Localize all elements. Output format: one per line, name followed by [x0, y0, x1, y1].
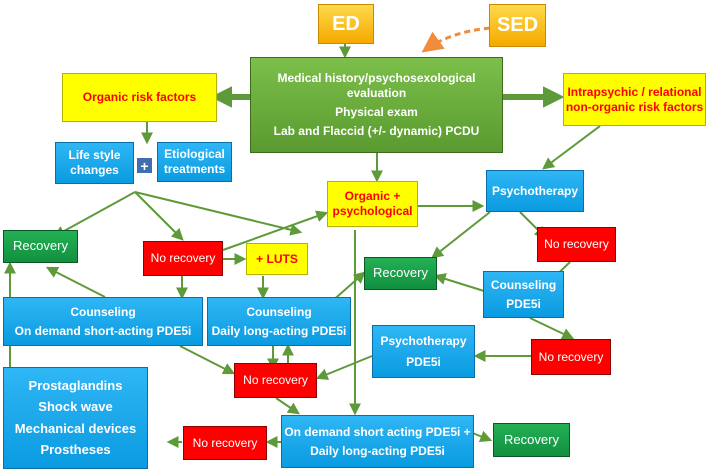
- etiological-line-1: Etiological: [164, 147, 225, 161]
- no-recovery-box-2: No recovery: [537, 227, 616, 262]
- recovery-mid-box: Recovery: [364, 257, 437, 290]
- counseling-daily-line-2: Daily long-acting PDE5i: [211, 323, 347, 338]
- counseling-ondemand-line-1: Counseling: [70, 304, 136, 319]
- psychotherapy-pde5i-line-1: Psychotherapy: [380, 333, 467, 348]
- arrow-counseling-pde5i-recovery: [433, 273, 485, 292]
- third-line-item-2: Shock wave: [38, 399, 113, 415]
- plus-icon: +: [136, 157, 153, 174]
- third-line-therapies-box: Prostaglandins Shock wave Mechanical dev…: [3, 367, 148, 469]
- third-line-item-4: Prostheses: [40, 441, 111, 457]
- no-recovery-box-1: No recovery: [143, 241, 223, 276]
- recovery-bottom-box: Recovery: [493, 423, 570, 457]
- arrow-counseling-ondemand-recovery: [45, 266, 106, 298]
- counseling-ondemand-line-2: On demand short-acting PDE5i: [14, 323, 192, 338]
- combination-line-1: On demand short acting PDE5i +: [284, 424, 471, 439]
- combination-therapy-box: On demand short acting PDE5i + Daily lon…: [281, 415, 474, 468]
- arrow-treatments-organic-psych: [134, 191, 303, 236]
- etiological-line-2: treatments: [163, 162, 226, 176]
- no-recovery-center-box: No recovery: [234, 363, 317, 398]
- evaluation-line-3: Lab and Flaccid (+/- dynamic) PCDU: [273, 124, 480, 138]
- luts-box: + LUTS: [246, 243, 308, 275]
- arrow-nonorganic-psychotherapy: [542, 125, 601, 170]
- no-recovery-bottom-box: No recovery: [183, 426, 267, 460]
- ed-box: ED: [318, 4, 374, 44]
- lifestyle-line-1: Life style: [68, 148, 121, 162]
- psychotherapy-box: Psychotherapy: [486, 170, 584, 212]
- etiological-treatments-box: Etiological treatments: [157, 142, 232, 182]
- organic-psych-line-2: psychological: [332, 204, 413, 218]
- arrow-counseling-pde5i-no-recovery: [529, 317, 575, 340]
- sed-box: SED: [489, 4, 546, 47]
- arrow-counseling-ondemand-no-recovery: [179, 345, 236, 375]
- organic-risk-factors-box: Organic risk factors: [62, 73, 217, 122]
- organic-psychological-box: Organic + psychological: [327, 181, 418, 227]
- recovery-left-box: Recovery: [3, 230, 78, 263]
- nonorganic-risk-factors-box: Intrapsychic / relational non-organic ri…: [563, 73, 706, 126]
- nonorganic-line-1: Intrapsychic / relational: [567, 84, 702, 99]
- arrow-treatments-no-recovery: [134, 191, 184, 241]
- psychotherapy-pde5i-line-2: PDE5i: [406, 354, 441, 369]
- counseling-pde5i-box: Counseling PDE5i: [483, 271, 564, 318]
- psychotherapy-pde5i-box: Psychotherapy PDE5i: [372, 325, 475, 378]
- evaluation-box: Medical history/psychosexological evalua…: [250, 57, 503, 153]
- counseling-daily-line-1: Counseling: [246, 304, 312, 319]
- arrow-psychotherapy-recovery-mid: [431, 211, 491, 259]
- organic-psych-line-1: Organic +: [344, 189, 401, 203]
- arrow-no-recovery-combination: [275, 397, 300, 415]
- counseling-pde5i-line-2: PDE5i: [506, 296, 541, 311]
- counseling-ondemand-box: Counseling On demand short-acting PDE5i: [3, 297, 203, 346]
- evaluation-line-1: Medical history/psychosexological evalua…: [277, 71, 476, 100]
- nonorganic-line-2: non-organic risk factors: [565, 99, 704, 114]
- arrow-sed-evaluation: [421, 26, 491, 53]
- combination-line-2: Daily long-acting PDE5i: [310, 443, 445, 458]
- arrow-psychotherapy-pde5i-no-recovery: [315, 355, 373, 380]
- counseling-daily-box: Counseling Daily long-acting PDE5i: [207, 297, 351, 346]
- lifestyle-changes-box: Life style changes: [55, 142, 134, 184]
- counseling-pde5i-line-1: Counseling: [490, 277, 557, 292]
- arrow-no-recovery1-organic-psych: [222, 210, 329, 251]
- third-line-item-1: Prostaglandins: [28, 378, 123, 393]
- arrow-treatments-recovery-left: [52, 191, 136, 238]
- third-line-item-3: Mechanical devices: [14, 420, 137, 436]
- no-recovery-right-box: No recovery: [531, 339, 611, 375]
- lifestyle-line-2: changes: [70, 163, 119, 177]
- evaluation-line-2: Physical exam: [335, 105, 418, 119]
